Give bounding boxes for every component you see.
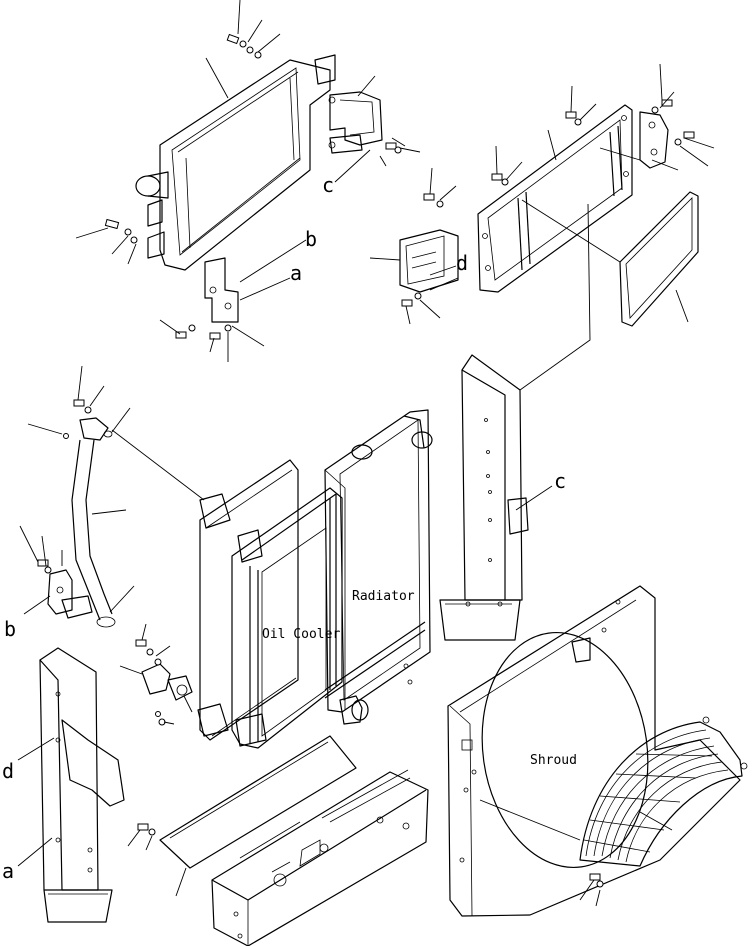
oil-cooler-rear (197, 459, 299, 741)
elbow-pipes (135, 639, 193, 726)
leader-lines-shroud (479, 799, 673, 907)
bolts-aftercooler (104, 33, 402, 340)
leader-a-left (17, 837, 53, 867)
shroud (447, 585, 741, 917)
label-d-left: d (2, 759, 14, 783)
leader-lines-elbow (119, 623, 193, 725)
radiator (324, 409, 433, 725)
leader-lines-top-left (75, 0, 421, 362)
support-stay-left (39, 647, 125, 923)
bolts-tube (37, 399, 92, 574)
bracket-a-b (204, 257, 239, 323)
lower-guard (211, 769, 429, 946)
bracket-c-top (328, 91, 383, 154)
label-a-left: a (2, 859, 14, 883)
label-shroud: Shroud (530, 753, 577, 768)
upper-frame (477, 104, 641, 293)
bracket-right-top (639, 111, 669, 169)
support-stay-right (439, 354, 529, 641)
bolts-upper-frame (401, 99, 695, 307)
leader-lines-upper-right (369, 63, 715, 391)
lower-cover (159, 735, 357, 869)
aftercooler (135, 54, 336, 271)
label-c-mid: c (554, 469, 566, 493)
leader-d-left (17, 737, 55, 761)
label-b-top: b (305, 227, 317, 251)
label-a-top: a (290, 261, 302, 285)
aftercooler-tube (47, 417, 116, 628)
mount-d (399, 229, 459, 293)
label-c-top: c (322, 173, 334, 197)
label-oil-cooler: Oil Cooler (262, 627, 340, 642)
bolts-lower-cover (137, 823, 156, 836)
fan-guard (579, 716, 748, 888)
leader-lines-lower (127, 829, 187, 897)
label-radiator: Radiator (352, 589, 415, 604)
oil-cooler (231, 487, 343, 749)
cover-panel (619, 191, 699, 327)
leader-lines-tube (19, 365, 205, 615)
label-d-top: d (456, 251, 468, 275)
leader-c-mid (515, 485, 553, 511)
label-b-left: b (4, 617, 16, 641)
